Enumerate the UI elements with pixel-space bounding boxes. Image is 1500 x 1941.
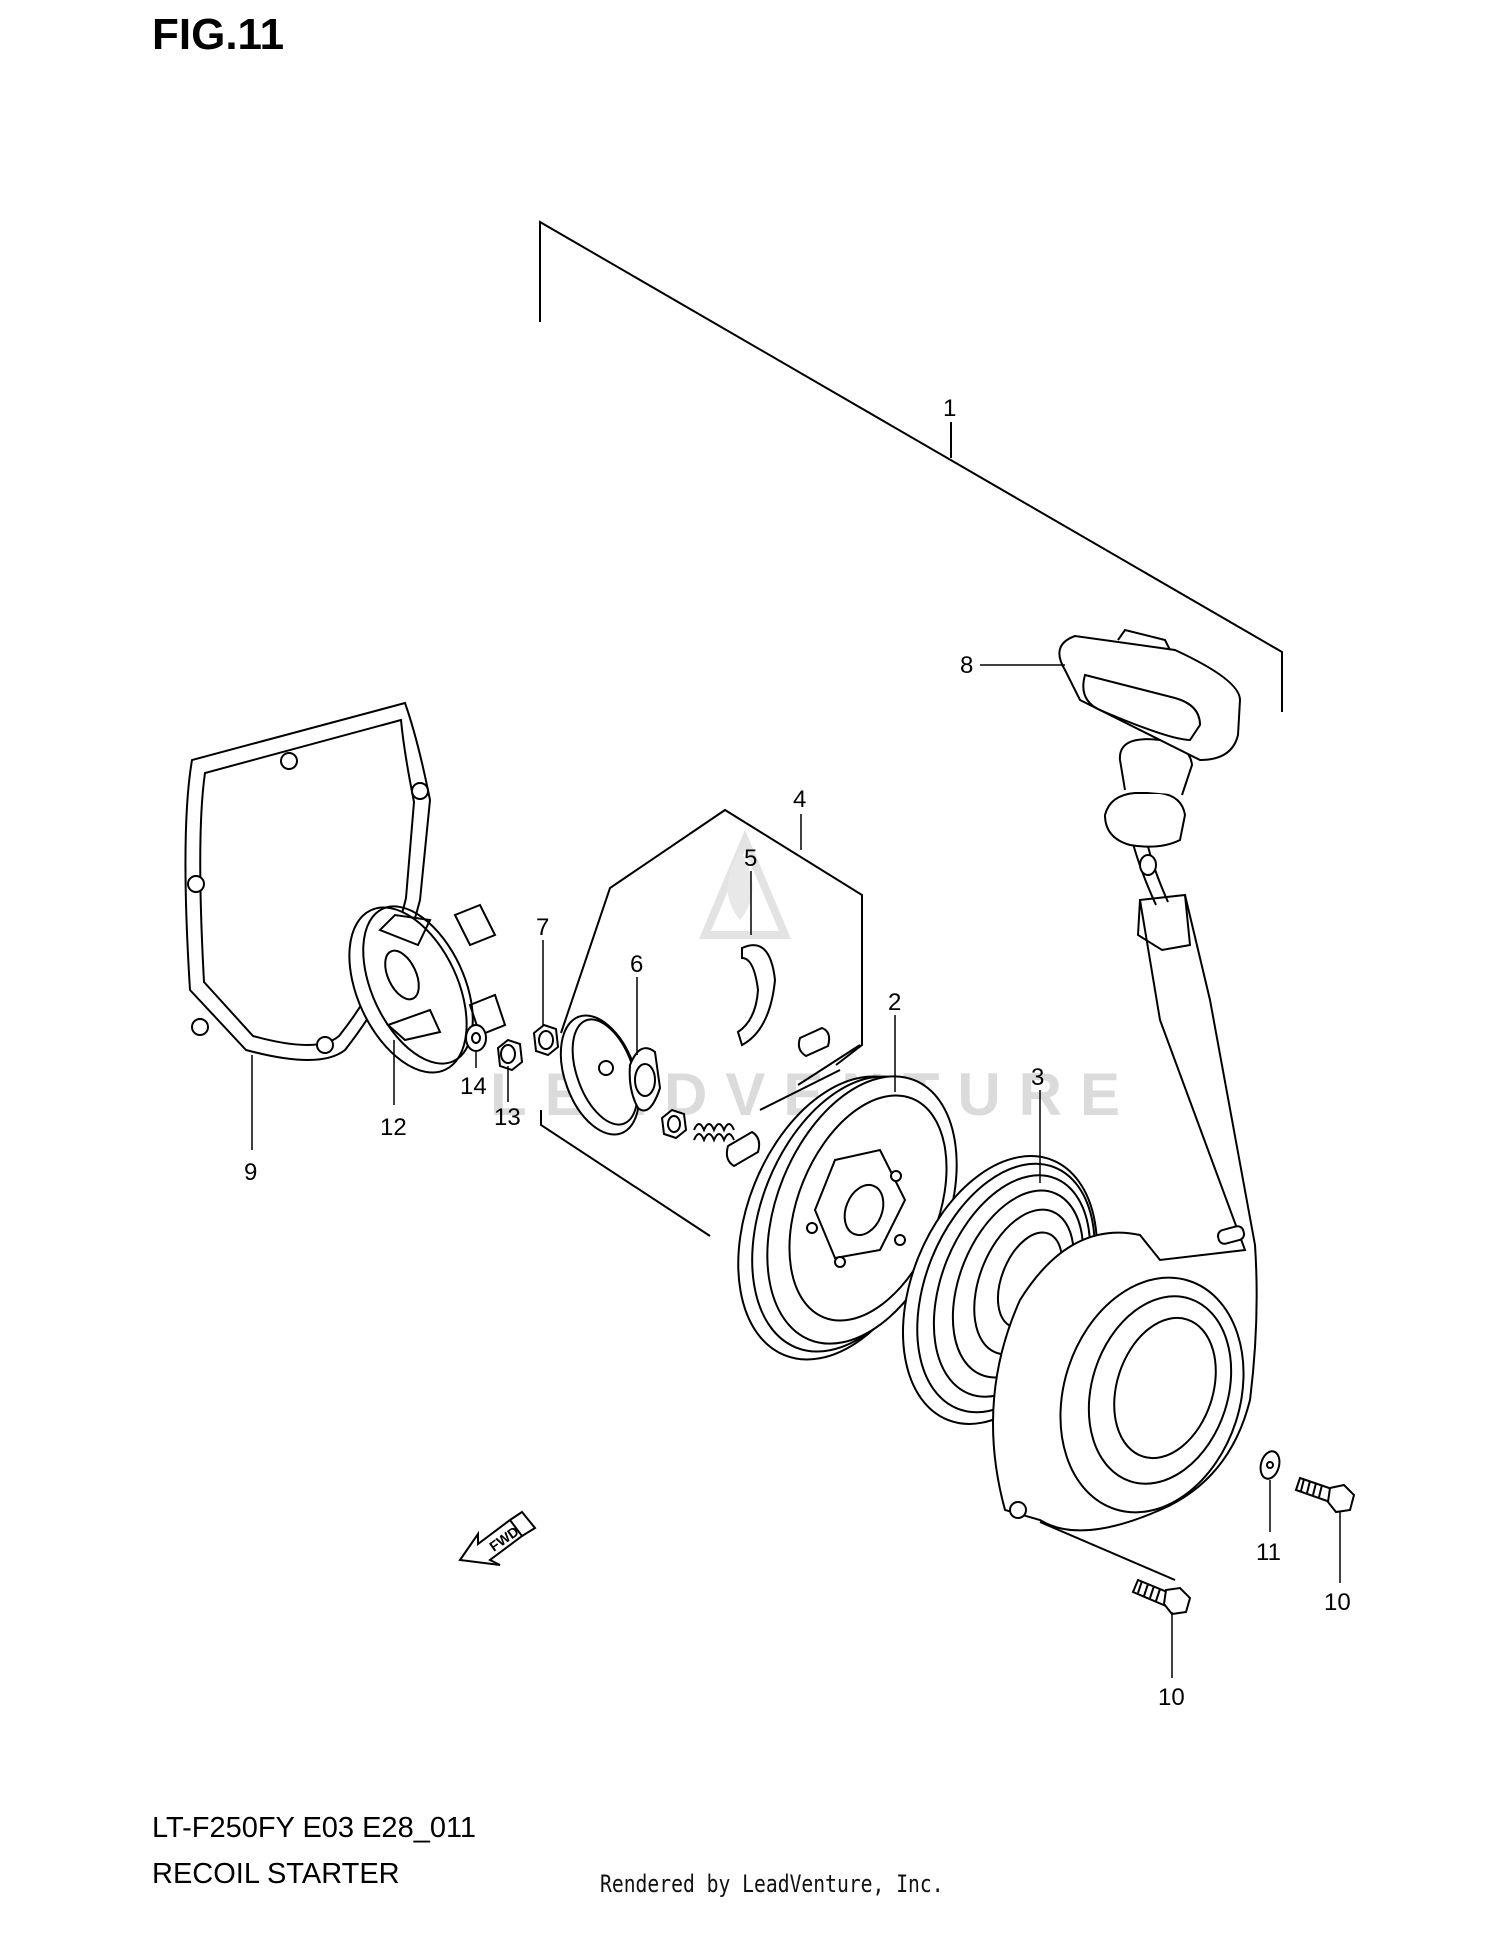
washer-part bbox=[465, 1024, 487, 1052]
callout-12: 12 bbox=[380, 1114, 407, 1141]
nut-7-part bbox=[532, 1023, 560, 1057]
gasket-part bbox=[184, 701, 432, 1061]
callout-8: 8 bbox=[960, 652, 973, 679]
washer-11-part bbox=[1259, 1450, 1281, 1480]
callout-4: 4 bbox=[793, 786, 806, 813]
callout-1: 1 bbox=[943, 395, 956, 422]
figure-title: FIG.11 bbox=[152, 10, 285, 59]
callout-14: 14 bbox=[460, 1073, 487, 1100]
pawl-part bbox=[736, 944, 777, 1047]
callout-9: 9 bbox=[244, 1159, 257, 1186]
callout-numbers: 1 2 3 4 5 6 7 8 9 10 10 11 12 13 14 bbox=[244, 395, 1351, 1711]
callout-10-upper: 10 bbox=[1324, 1589, 1351, 1616]
diagram-title: RECOIL STARTER bbox=[152, 1858, 400, 1890]
callout-13: 13 bbox=[494, 1104, 521, 1131]
starter-case-part bbox=[992, 628, 1258, 1581]
callout-11: 11 bbox=[1256, 1539, 1281, 1566]
spring-nut-part bbox=[660, 1108, 761, 1168]
rendered-by-credit: Rendered by LeadVenture, Inc. bbox=[600, 1870, 944, 1898]
ratchet-plate-part bbox=[559, 1014, 662, 1136]
callout-7: 7 bbox=[536, 914, 549, 941]
callout-6: 6 bbox=[630, 951, 643, 978]
callout-3: 3 bbox=[1031, 1064, 1044, 1091]
nut-part bbox=[496, 1038, 524, 1072]
ratchet-kit-outline bbox=[540, 808, 863, 1237]
bolt-upper-part bbox=[1294, 1476, 1356, 1514]
bolt-lower-part bbox=[1131, 1578, 1192, 1616]
fwd-arrow-icon: FWD bbox=[458, 1510, 537, 1566]
leader-lines bbox=[251, 664, 1341, 1678]
callout-5: 5 bbox=[744, 845, 757, 872]
callout-10-lower: 10 bbox=[1158, 1684, 1185, 1711]
reel-part bbox=[737, 1075, 958, 1361]
callout-2: 2 bbox=[888, 989, 901, 1016]
assembly-bracket bbox=[539, 220, 1283, 712]
model-code: LT-F250FY E03 E28_011 bbox=[152, 1812, 477, 1844]
pin-part bbox=[797, 1026, 831, 1058]
drive-plate-part bbox=[348, 903, 507, 1074]
